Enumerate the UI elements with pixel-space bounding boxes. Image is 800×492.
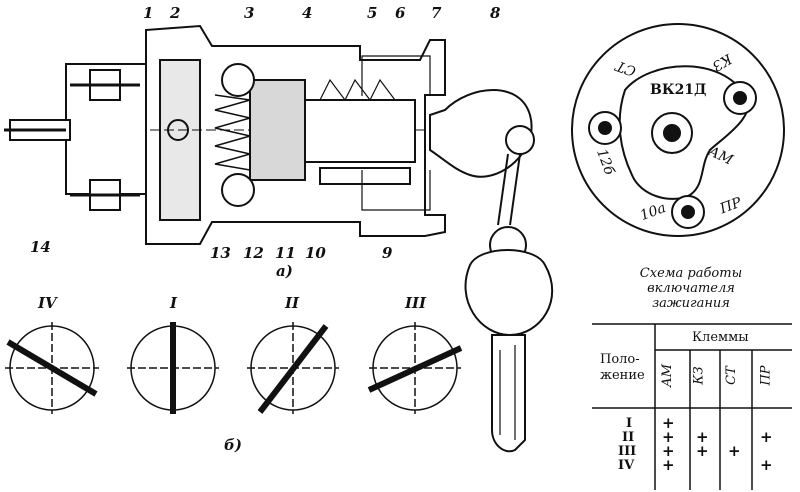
callout-14: 14 (30, 238, 51, 256)
col-st: СТ (722, 366, 741, 385)
plus-kz-iii: + (696, 442, 709, 460)
callout-6: 6 (395, 4, 406, 22)
position-label-iv: IV (38, 294, 57, 312)
col-kz: КЗ (690, 366, 708, 385)
callout-12: 12 (243, 244, 264, 262)
row-iii: III (618, 444, 637, 459)
switch-model-label: ВК21Д (650, 82, 707, 98)
plus-pr-iv: + (760, 456, 773, 474)
callout-2: 2 (170, 4, 181, 22)
plus-am-iii: + (662, 442, 675, 460)
callout-1: 1 (143, 4, 154, 22)
col-pr-text: ПР (758, 365, 774, 386)
scheme-title-line-3: зажигания (652, 296, 730, 311)
plus-am-i: + (662, 414, 675, 432)
row-ii: II (622, 430, 635, 445)
plus-kz-ii: + (696, 428, 709, 446)
scheme-title-line-1: Схема работы (639, 266, 743, 281)
callout-10: 10 (305, 244, 326, 262)
header-position-1: Поло- (600, 352, 640, 367)
callout-3: 3 (244, 4, 255, 22)
plus-am-iv: + (662, 456, 675, 474)
loose-key (464, 226, 554, 453)
caption-b: б) (224, 436, 242, 454)
plus-am-ii: + (662, 428, 675, 446)
callout-4: 4 (302, 4, 313, 22)
col-am: АМ (656, 364, 679, 387)
col-kz-text: КЗ (691, 366, 707, 385)
ignition-switch-cross-section (4, 24, 535, 245)
header-terminals: Клеммы (692, 330, 749, 345)
col-pr: ПР (756, 365, 776, 386)
callout-7: 7 (431, 4, 442, 22)
scheme-title-line-2: включателя (647, 281, 735, 296)
scheme-table: Поло- жение Клеммы АМ КЗ СТ ПР I II III … (592, 322, 792, 487)
position-diagrams (5, 322, 463, 414)
callout-5: 5 (367, 4, 378, 22)
position-label-iii: III (405, 294, 427, 312)
callout-9: 9 (382, 244, 393, 262)
scheme-title: Схема работы включателя зажигания (600, 266, 782, 311)
callout-8: 8 (490, 4, 501, 22)
plus-st-iii: + (728, 442, 741, 460)
callout-13: 13 (210, 244, 231, 262)
col-st-text: СТ (723, 366, 739, 385)
col-am-text: АМ (660, 363, 676, 388)
scheme-table-lines (592, 323, 792, 490)
plus-pr-ii: + (760, 428, 773, 446)
position-label-ii: II (285, 294, 300, 312)
row-i: I (626, 416, 633, 431)
switch-face (571, 23, 785, 237)
header-position-2: жение (600, 368, 645, 383)
caption-a: а) (276, 262, 293, 280)
callout-11: 11 (275, 244, 296, 262)
row-iv: IV (618, 458, 635, 473)
position-label-i: I (170, 294, 178, 312)
